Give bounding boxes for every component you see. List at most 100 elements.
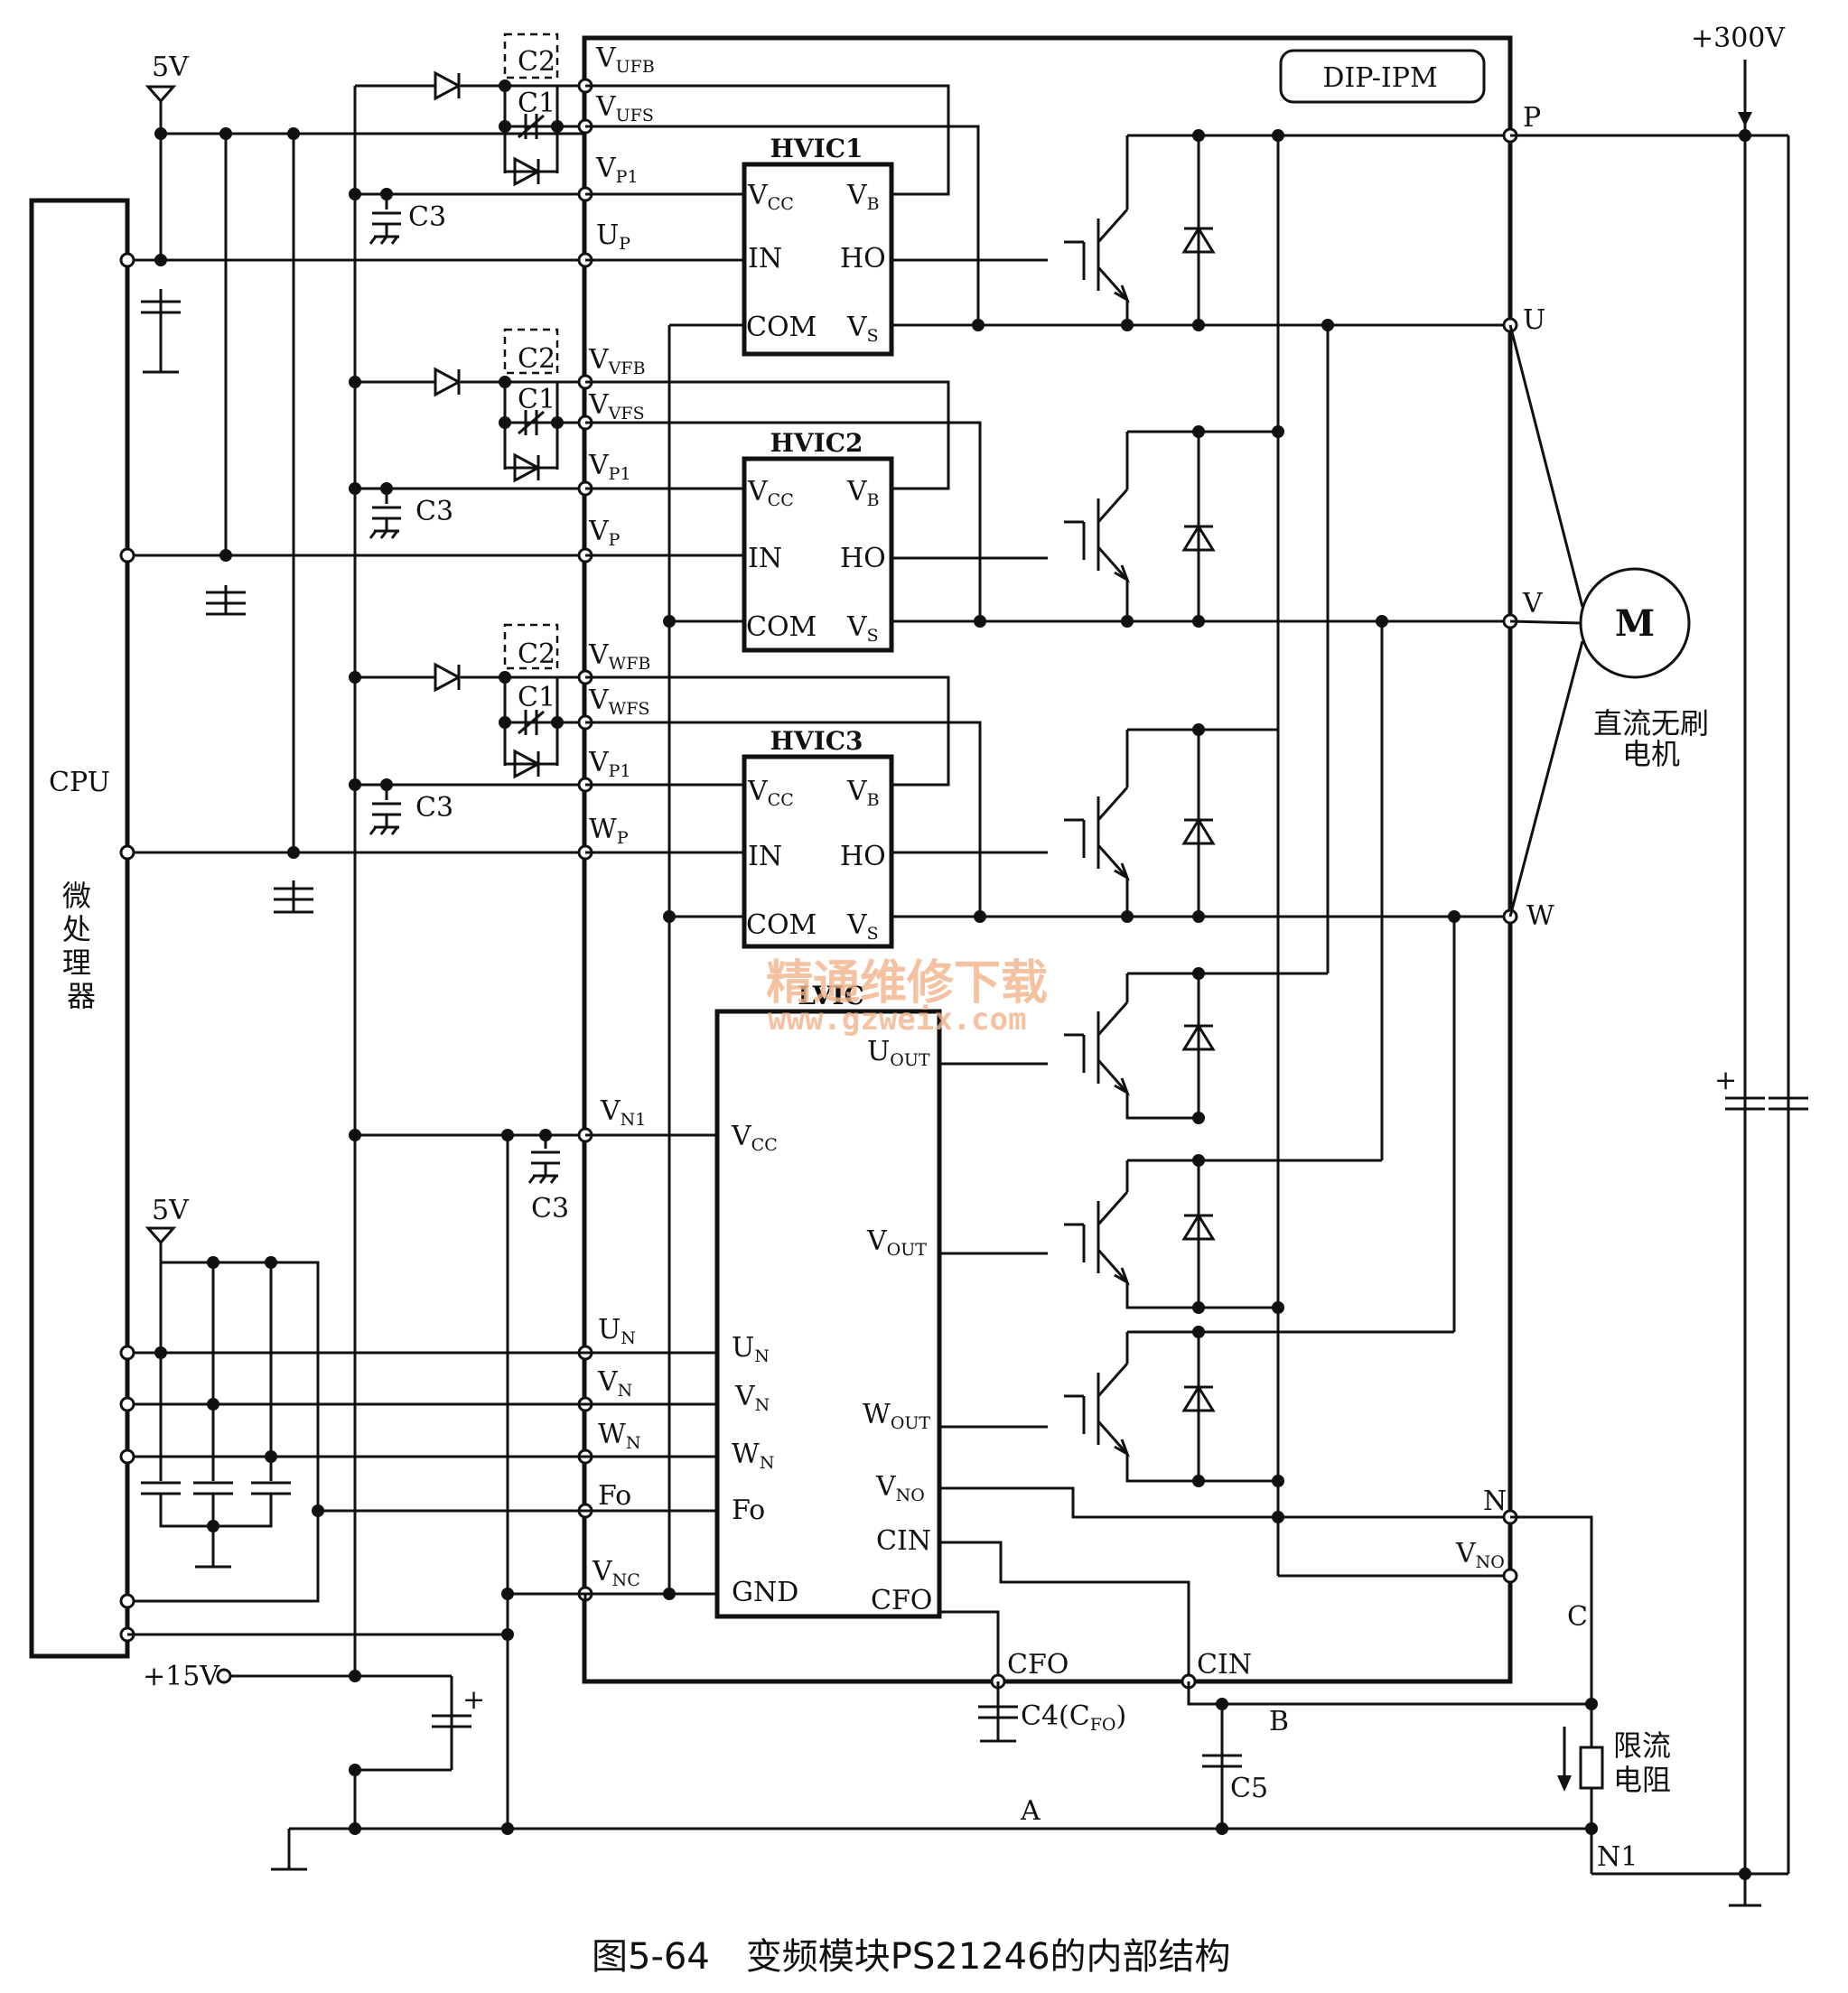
watermark-url: www.gzweix.com bbox=[768, 1001, 1027, 1038]
lvic-cin: CIN bbox=[876, 1525, 931, 1557]
motor-symbol: M bbox=[1615, 602, 1655, 645]
node-cfo: CFO bbox=[1007, 1649, 1069, 1681]
c2-label-w: C2 bbox=[518, 638, 555, 670]
pin-vwfb: VWFB bbox=[588, 639, 650, 674]
resistor-line1: 限流 bbox=[1613, 1728, 1671, 1763]
hvic1-com: COM bbox=[746, 312, 817, 343]
pin-wp: WP bbox=[589, 814, 629, 848]
hvic1-ho: HO bbox=[840, 243, 886, 275]
hvic2-vcc: VCC bbox=[747, 476, 794, 510]
hvic2-vs: VS bbox=[846, 611, 879, 646]
hvic3-vs: VS bbox=[846, 909, 879, 944]
pin-vvfs: VVFS bbox=[588, 389, 645, 424]
hvic1-vcc: VCC bbox=[747, 180, 794, 214]
pin-vufs: VUFS bbox=[595, 91, 654, 126]
pin-un-left: UN bbox=[598, 1314, 636, 1348]
node-b: B bbox=[1269, 1706, 1289, 1737]
c4-label: C4(CFO) bbox=[1021, 1700, 1126, 1735]
hvic3-in: IN bbox=[748, 841, 782, 872]
pin-vno: VNO bbox=[1455, 1538, 1505, 1572]
lvic-vout: VOUT bbox=[866, 1225, 927, 1260]
current-limit-resistor bbox=[1579, 1746, 1604, 1790]
pin-vn-left: VN bbox=[597, 1366, 632, 1401]
supply-5v-top: 5V bbox=[152, 51, 190, 83]
hvic1-in: IN bbox=[748, 243, 782, 275]
lvic-vno: VNO bbox=[875, 1471, 925, 1505]
pin-wn-left: WN bbox=[598, 1419, 640, 1453]
ipm-outline bbox=[582, 35, 1513, 1684]
lvic-wout: WOUT bbox=[863, 1399, 930, 1433]
hvic2-ho: HO bbox=[840, 543, 886, 574]
c1-label-u: C1 bbox=[518, 88, 555, 119]
lvic bbox=[714, 1009, 942, 1619]
pin-n: N bbox=[1483, 1485, 1507, 1517]
pin-vp1-v: VP1 bbox=[588, 450, 631, 484]
pin-vufb: VUFB bbox=[595, 42, 655, 77]
lvic-uout: UOUT bbox=[867, 1036, 930, 1070]
pin-p: P bbox=[1523, 102, 1541, 134]
cpu-label: CPU bbox=[49, 767, 110, 798]
bootstrap-v bbox=[499, 328, 585, 482]
hvic2-name: HVIC2 bbox=[770, 428, 863, 458]
pin-vnc: VNC bbox=[592, 1556, 640, 1590]
node-a: A bbox=[1020, 1795, 1041, 1827]
pin-v: V bbox=[1522, 588, 1544, 619]
hvic1-name: HVIC1 bbox=[770, 134, 863, 163]
plus-sign-15v: + bbox=[462, 1684, 485, 1716]
motor-label-1: 直流无刷 bbox=[1593, 706, 1709, 740]
c1-label-w: C1 bbox=[518, 682, 555, 713]
lvic-vn: VN bbox=[734, 1381, 770, 1415]
resistor-line2: 电阻 bbox=[1613, 1763, 1671, 1797]
lvic-wn: WN bbox=[732, 1439, 774, 1473]
plus-sign-bulk: + bbox=[1714, 1065, 1737, 1096]
pin-vvfb: VVFB bbox=[588, 344, 646, 378]
pin-up: UP bbox=[596, 219, 630, 254]
cpu-sub-label: 微 处 理 器 bbox=[62, 879, 100, 1013]
c3-label-u: C3 bbox=[408, 201, 446, 233]
c1-label-v: C1 bbox=[518, 384, 555, 415]
hvic2-vb: VB bbox=[846, 476, 880, 510]
pin-vp: VP bbox=[588, 516, 621, 550]
c5-label: C5 bbox=[1230, 1773, 1268, 1804]
hvic1-vs: VS bbox=[846, 312, 879, 346]
supply-300v: +300V bbox=[1691, 23, 1786, 54]
module-label-frame bbox=[1279, 49, 1486, 104]
module-label: DIP-IPM bbox=[1322, 62, 1437, 94]
node-n1: N1 bbox=[1597, 1841, 1638, 1873]
watermark-cn: 精通维修下载 bbox=[766, 956, 1048, 1010]
motor-label-2: 电机 bbox=[1622, 737, 1680, 771]
c2-label-u: C2 bbox=[518, 46, 555, 78]
lvic-gnd: GND bbox=[732, 1577, 798, 1608]
pin-fo-left: Fo bbox=[598, 1480, 631, 1512]
c3-label-v: C3 bbox=[415, 496, 453, 527]
hvic2-in: IN bbox=[748, 543, 782, 574]
hvic3-vcc: VCC bbox=[747, 776, 794, 810]
lvic-fo: Fo bbox=[732, 1495, 765, 1526]
hvic3-vb: VB bbox=[846, 776, 880, 810]
supply-5v-bottom-arrow bbox=[145, 1226, 177, 1245]
pin-w: W bbox=[1526, 900, 1554, 932]
lvic-cfo: CFO bbox=[871, 1585, 932, 1616]
supply-5v-top-arrow bbox=[145, 85, 177, 104]
pin-u: U bbox=[1523, 304, 1545, 336]
cpu-block bbox=[29, 198, 130, 1659]
lvic-vcc: VCC bbox=[731, 1121, 778, 1155]
hvic3-com: COM bbox=[746, 909, 817, 941]
node-c: C bbox=[1567, 1601, 1588, 1633]
pin-vp1-w: VP1 bbox=[588, 747, 631, 781]
c3-label-lvic: C3 bbox=[531, 1193, 569, 1225]
supply-5v-bottom: 5V bbox=[152, 1195, 190, 1226]
supply-15v: +15V bbox=[143, 1661, 220, 1692]
lvic-un: UN bbox=[732, 1332, 770, 1366]
pin-vp1-u: VP1 bbox=[595, 153, 639, 187]
node-cin: CIN bbox=[1197, 1649, 1252, 1681]
c3-label-w: C3 bbox=[415, 792, 453, 824]
bootstrap-w bbox=[499, 623, 585, 778]
hvic2-com: COM bbox=[746, 611, 817, 643]
c2-label-v: C2 bbox=[518, 343, 555, 375]
hvic1-vb: VB bbox=[846, 180, 880, 214]
lvic-name: LVIC bbox=[798, 981, 863, 1010]
hvic3-ho: HO bbox=[840, 841, 886, 872]
